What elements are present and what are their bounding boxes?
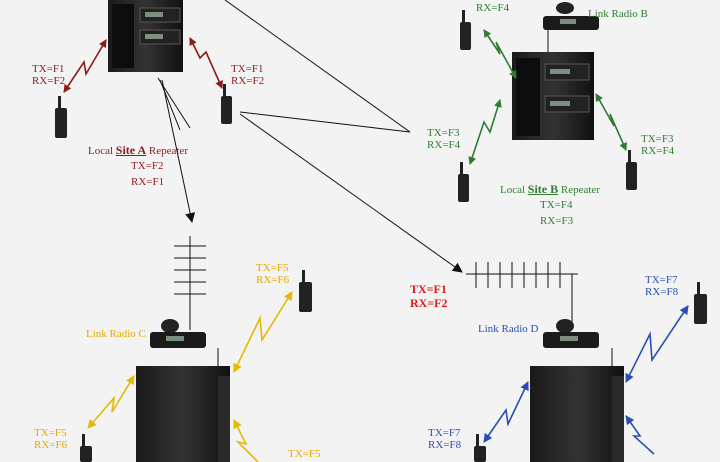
site-a-repeater-freq: TX=F2 RX=F1 bbox=[131, 158, 164, 190]
rx-label: RX=F1 bbox=[131, 176, 165, 188]
antenna-site-d bbox=[466, 262, 578, 326]
handheld-site-a-left bbox=[55, 96, 67, 138]
handheld-site-d-right bbox=[694, 282, 707, 324]
tx-label: TX=F3 bbox=[641, 133, 674, 145]
rx-label: RX=F6 bbox=[34, 439, 68, 451]
site-a-repeater-label: Local Site A Repeater bbox=[88, 143, 188, 157]
link-lines bbox=[157, 0, 463, 273]
site-a-right-phone-freq: TX=F1 RX=F2 bbox=[231, 63, 264, 87]
rx-label: RX=F4 bbox=[641, 145, 675, 157]
repeater-site-a bbox=[108, 0, 183, 72]
rx-label: RX=F2 bbox=[231, 75, 265, 87]
link-radio-b-label: Link Radio B bbox=[588, 8, 648, 20]
tx-label: TX=F1 bbox=[32, 63, 65, 75]
site-a-left-phone-freq: TX=F1 RX=F2 bbox=[32, 63, 65, 87]
handheld-site-d-left bbox=[474, 434, 486, 462]
rx-label: RX=F8 bbox=[428, 439, 462, 451]
tx-label: TX=F4 bbox=[540, 199, 573, 211]
site-b-name: Site B bbox=[527, 182, 559, 196]
tx-label: TX=F5 bbox=[256, 262, 289, 274]
link-radio-d bbox=[543, 319, 599, 348]
zigzag-site-a bbox=[63, 37, 223, 93]
link-frequency-label: TX=F1 RX=F2 bbox=[410, 282, 448, 310]
rx-label: RX=F3 bbox=[540, 215, 574, 227]
handheld-site-b-top bbox=[460, 10, 471, 50]
site-b-repeater-label: Local Site B Repeater bbox=[500, 182, 600, 196]
handheld-site-c-right bbox=[299, 270, 312, 312]
link-radio-c bbox=[150, 319, 206, 348]
cabinet-site-d bbox=[530, 348, 624, 462]
zigzag-site-b bbox=[468, 29, 627, 165]
tx-label: TX=F1 bbox=[410, 282, 447, 296]
link-radio-d-label: Link Radio D bbox=[478, 323, 539, 335]
zigzag-site-c bbox=[87, 291, 293, 462]
site-b-repeater-freq: TX=F4 RX=F3 bbox=[540, 197, 573, 229]
tx-label: TX=F1 bbox=[231, 63, 264, 75]
site-c-left-phone-freq: TX=F5 RX=F6 bbox=[34, 427, 67, 451]
repeater-site-b bbox=[512, 52, 594, 140]
tx-label: TX=F7 bbox=[428, 427, 461, 439]
rx-label: RX=F2 bbox=[410, 296, 448, 310]
site-b-left-phone-freq: TX=F3 RX=F4 bbox=[427, 127, 460, 151]
link-radio-c-label: Link Radio C bbox=[86, 328, 146, 340]
site-b-right-phone-freq: TX=F3 RX=F4 bbox=[641, 133, 674, 157]
site-a-name: Site A bbox=[115, 143, 147, 157]
handheld-site-c-left bbox=[80, 434, 92, 462]
rx-label: RX=F2 bbox=[32, 75, 66, 87]
tx-label: TX=F2 bbox=[131, 160, 164, 172]
cabinet-site-c bbox=[136, 348, 230, 462]
rx-label: RX=F6 bbox=[256, 274, 290, 286]
tx-label: TX=F3 bbox=[427, 127, 460, 139]
site-d-right-phone-freq: TX=F7 RX=F8 bbox=[645, 274, 678, 298]
antenna-site-a bbox=[174, 236, 206, 302]
zigzag-site-d bbox=[483, 305, 689, 455]
tx-label: TX=F7 bbox=[645, 274, 678, 286]
site-b-top-phone-rx: RX=F4 bbox=[476, 2, 510, 14]
handheld-site-a-right bbox=[221, 84, 232, 124]
handheld-site-b-left bbox=[458, 162, 469, 202]
site-c-bottom-phone-tx: TX=F5 bbox=[288, 448, 321, 460]
link-radio-b bbox=[543, 2, 599, 52]
handheld-site-b-right bbox=[626, 150, 637, 190]
rx-label: RX=F8 bbox=[645, 286, 679, 298]
site-c-right-phone-freq: TX=F5 RX=F6 bbox=[256, 262, 289, 286]
tx-label: TX=F5 bbox=[34, 427, 67, 439]
site-d-left-phone-freq: TX=F7 RX=F8 bbox=[428, 427, 461, 451]
rx-label: RX=F4 bbox=[427, 139, 461, 151]
